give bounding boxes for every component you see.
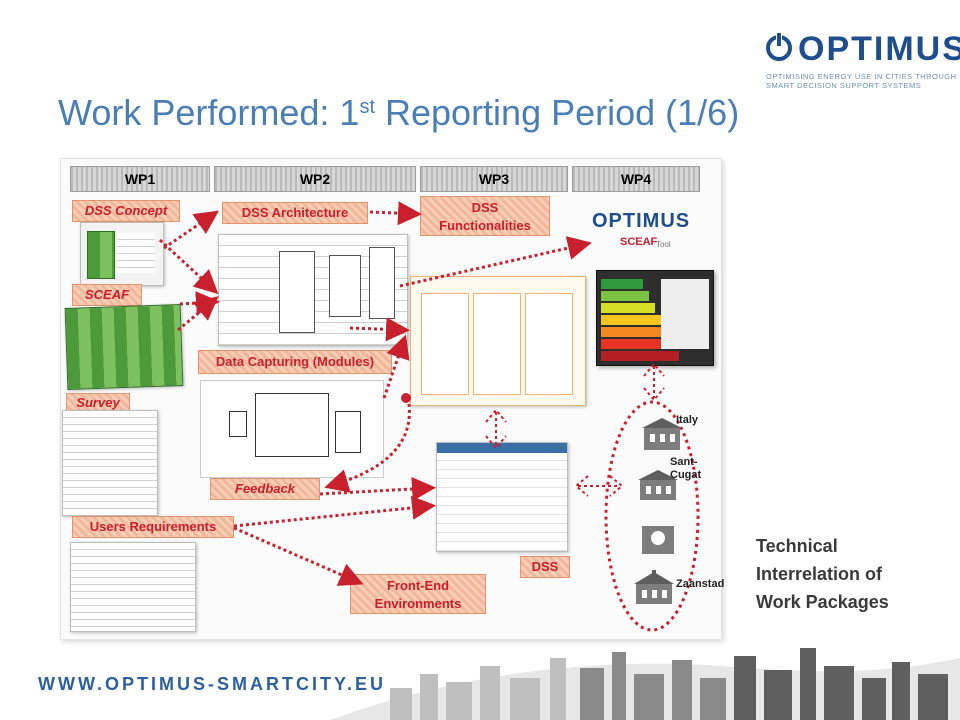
dss-architecture-diagram [218,234,408,346]
logo-tagline-1: OPTIMISING ENERGY USE IN CITIES THROUGH [766,72,957,81]
sceaf-tool-tool-word: Tool [656,240,671,249]
survey-thumbnail [62,410,158,516]
arrow-capturing-to-optimization [382,334,410,399]
users-requirements-thumbnail [70,542,196,632]
building-icon-italy [642,418,682,450]
logo-word: OPTIMUS [798,30,960,68]
front-end-line2: Environments [374,596,462,611]
title-main: Work Performed: 1 [58,92,360,133]
arrow-sceaf-to-architecture-2 [179,291,220,316]
data-capturing-box: Data Capturing (Modules) [198,350,392,374]
arrow-sceaf-to-architecture [177,296,219,332]
dss-functionalities-line1: DSS [471,200,499,215]
logo-tagline-2: SMART DECISION SUPPORT SYSTEMS [766,81,922,90]
caption-line-1: Technical [756,536,838,556]
caption-line-2: Interrelation of [756,564,883,584]
building-icon-mask [642,526,674,554]
arrow-users-to-front-end [233,526,364,586]
front-end-line1: Front-End [386,578,450,593]
cities-ellipse [604,400,700,632]
dss-functionalities-box: DSS Functionalities [420,196,550,236]
footer-url[interactable]: WWW.OPTIMUS-SMARTCITY.EU [38,674,386,694]
arrow-architecture-to-functionalities [369,201,422,226]
data-capturing-diagram [200,380,384,478]
dss-functionalities-line2: Functionalities [439,218,531,233]
wp1-header: WP1 [70,166,210,192]
arrow-concept-to-architecture [163,210,219,250]
double-arrow-optimization-dss [485,408,507,450]
sceaf-box: SCEAF [72,284,142,306]
dss-energy-optimization-diagram [410,276,586,406]
dss-concept-box: DSS Concept [72,200,180,222]
feedback-box: Feedback [210,478,320,500]
arrow-architecture-to-optimization [349,317,410,342]
caption-line-3: Work Packages [756,592,889,612]
arrow-dot [401,393,411,403]
wp2-header: WP2 [214,166,416,192]
users-requirements-box: Users Requirements [72,516,234,538]
wp3-header: WP3 [420,166,568,192]
page-title: Work Performed: 1st Reporting Period (1/… [58,92,739,134]
sceaf-tool-sceaf-word: SCEAF [620,236,658,248]
sceaf-score-panel [596,270,714,366]
arrow-users-to-dss [233,495,436,528]
arrow-feedback-to-dss [319,476,436,501]
dss-screen-thumbnail [436,442,568,552]
double-arrow-dss-cities [574,475,624,497]
city-label-italy: Italy [676,414,699,426]
arrow-to-sceaf-tool [399,236,592,288]
dss-box: DSS [520,556,570,578]
front-end-environments-box: Front-End Environments [350,574,486,614]
arrow-optimization-to-feedback [324,397,411,493]
building-icon-sant-cugat [638,470,678,500]
dss-architecture-box: DSS Architecture [222,202,368,224]
optimus-logo [758,30,948,90]
title-rest: Reporting Period (1/6) [375,92,740,133]
double-arrow-sceaf-cities [643,362,665,402]
building-icon-zaanstad [634,570,674,604]
city-label-zaanstad: Zaanstad [676,578,725,590]
dss-concept-thumbnail [80,222,164,286]
survey-box: Survey [66,393,130,413]
sceaf-tool-optimus-word: OPTIMUS [592,210,691,232]
title-sup: st [359,96,375,118]
city-skyline-illustration [330,648,960,720]
arrow-concept-to-architecture-2 [158,238,219,295]
city-label-sant-cugat: Sant-Cugat [670,456,702,481]
wp4-header: WP4 [572,166,700,192]
power-icon [766,32,792,61]
